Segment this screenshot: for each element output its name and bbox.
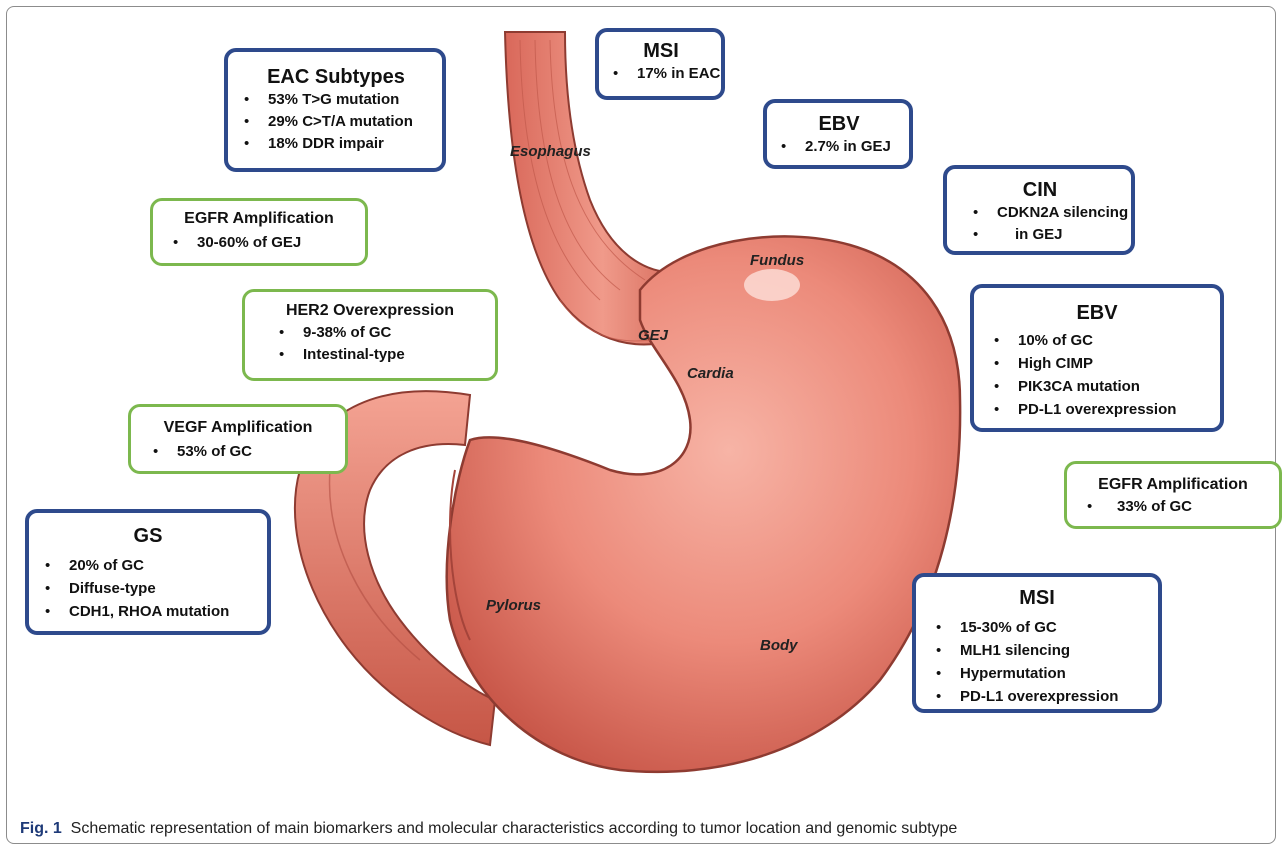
box-title: CIN <box>957 179 1123 202</box>
box-title: VEGF Amplification <box>139 419 337 437</box>
gs-box: GS 20% of GC Diffuse-type CDH1, RHOA mut… <box>25 509 271 635</box>
egfr-gej-box: EGFR Amplification 30-60% of GEJ <box>150 198 368 266</box>
list-item: 53% T>G mutation <box>268 89 432 111</box>
cin-box: CIN CDKN2A silencing in GEJ <box>943 165 1135 255</box>
list-item: 20% of GC <box>69 554 259 577</box>
list-item: MLH1 silencing <box>960 639 1150 662</box>
figure-label: Fig. 1 <box>20 820 62 837</box>
list-item: 9-38% of GC <box>303 322 487 344</box>
label-esophagus: Esophagus <box>510 143 591 160</box>
list-item: PD-L1 overexpression <box>960 685 1150 708</box>
msi-gc-box: MSI 15-30% of GC MLH1 silencing Hypermut… <box>912 573 1162 713</box>
ebv-gc-box: EBV 10% of GC High CIMP PIK3CA mutation … <box>970 284 1224 432</box>
list-item: 18% DDR impair <box>268 133 432 155</box>
list-item: 15-30% of GC <box>960 616 1150 639</box>
list-item: CDH1, RHOA mutation <box>69 600 259 623</box>
figure-caption: Fig. 1 Schematic representation of main … <box>20 820 957 838</box>
box-title: MSI <box>609 40 713 63</box>
list-item: 17% in EAC <box>637 63 713 85</box>
box-title: HER2 Overexpression <box>253 302 487 320</box>
label-body: Body <box>760 637 798 654</box>
vegf-box: VEGF Amplification 53% of GC <box>128 404 348 474</box>
stomach-body <box>447 236 960 771</box>
label-fundus: Fundus <box>750 252 804 269</box>
box-title: MSI <box>924 587 1150 610</box>
list-item: PIK3CA mutation <box>1018 375 1212 398</box>
ebv-gej-box: EBV 2.7% in GEJ <box>763 99 913 169</box>
list-item: 30-60% of GEJ <box>197 232 357 254</box>
caption-text: Schematic representation of main biomark… <box>71 820 958 837</box>
list-item: Hypermutation <box>960 662 1150 685</box>
box-title: GS <box>37 525 259 548</box>
her2-box: HER2 Overexpression 9-38% of GC Intestin… <box>242 289 498 381</box>
list-item: High CIMP <box>1018 352 1212 375</box>
box-title: EBV <box>777 113 901 136</box>
egfr-gc-box: EGFR Amplification 33% of GC <box>1064 461 1282 529</box>
box-title: EGFR Amplification <box>1075 476 1271 494</box>
list-item: in GEJ <box>997 224 1123 246</box>
list-item: 2.7% in GEJ <box>805 136 901 158</box>
list-item: Intestinal-type <box>303 344 487 366</box>
msi-eac-box: MSI 17% in EAC <box>595 28 725 100</box>
box-title: EBV <box>982 302 1212 325</box>
list-item: CDKN2A silencing <box>997 202 1123 224</box>
eac-subtypes-box: EAC Subtypes 53% T>G mutation 29% C>T/A … <box>224 48 446 172</box>
list-item: 29% C>T/A mutation <box>268 111 432 133</box>
box-title: EAC Subtypes <box>240 66 432 89</box>
label-cardia: Cardia <box>687 365 734 382</box>
list-item: 53% of GC <box>177 441 337 463</box>
list-item: 33% of GC <box>1111 496 1271 518</box>
list-item: 10% of GC <box>1018 329 1212 352</box>
label-pylorus: Pylorus <box>486 597 541 614</box>
label-gej: GEJ <box>638 327 668 344</box>
box-title: EGFR Amplification <box>161 210 357 228</box>
list-item: PD-L1 overexpression <box>1018 398 1212 421</box>
list-item: Diffuse-type <box>69 577 259 600</box>
